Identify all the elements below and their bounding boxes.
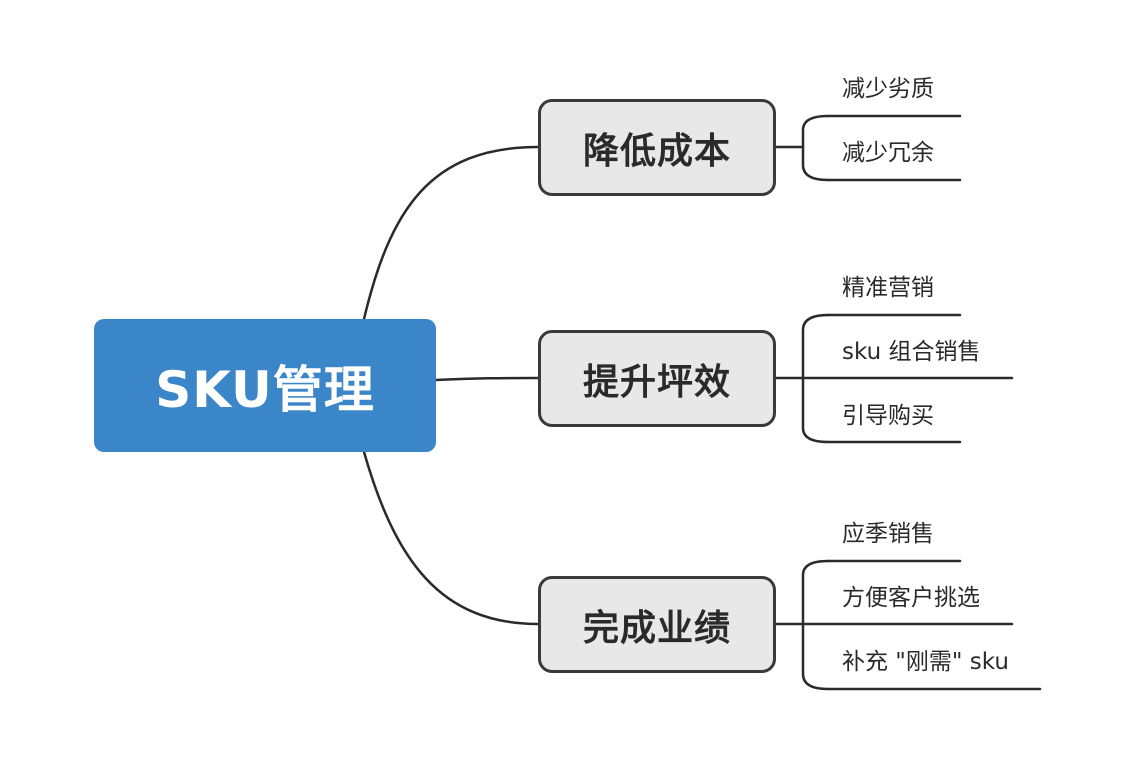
connector-branch-2-bracket: [801, 313, 830, 444]
root-label: SKU管理: [155, 360, 375, 419]
branch-label: 降低成本: [582, 130, 731, 172]
leaf-node[interactable]: 精准营销: [842, 275, 934, 301]
leaf-node[interactable]: 引导购买: [842, 403, 934, 429]
leaf-node[interactable]: sku 组合销售: [842, 339, 981, 365]
connector-branch-1-bracket: [801, 114, 830, 182]
leaf-node[interactable]: 应季销售: [842, 521, 934, 547]
branch-node-2[interactable]: 提升坪效: [538, 330, 776, 427]
leaf-node[interactable]: 减少劣质: [842, 76, 934, 102]
leaf-node[interactable]: 减少冗余: [842, 140, 934, 166]
leaf-node[interactable]: 方便客户挑选: [842, 585, 980, 611]
leaf-node[interactable]: 补充 "刚需" sku: [842, 649, 1009, 675]
root-node[interactable]: SKU管理: [94, 319, 436, 452]
connector-branch-3-bracket: [801, 559, 830, 691]
connector-root-branch-3: [362, 450, 540, 626]
branch-label: 提升坪效: [582, 361, 731, 403]
connector-root-branch-2: [434, 376, 540, 382]
connector-root-branch-1: [362, 145, 540, 321]
branch-node-1[interactable]: 降低成本: [538, 99, 776, 196]
branch-node-3[interactable]: 完成业绩: [538, 576, 776, 673]
branch-label: 完成业绩: [582, 607, 731, 649]
